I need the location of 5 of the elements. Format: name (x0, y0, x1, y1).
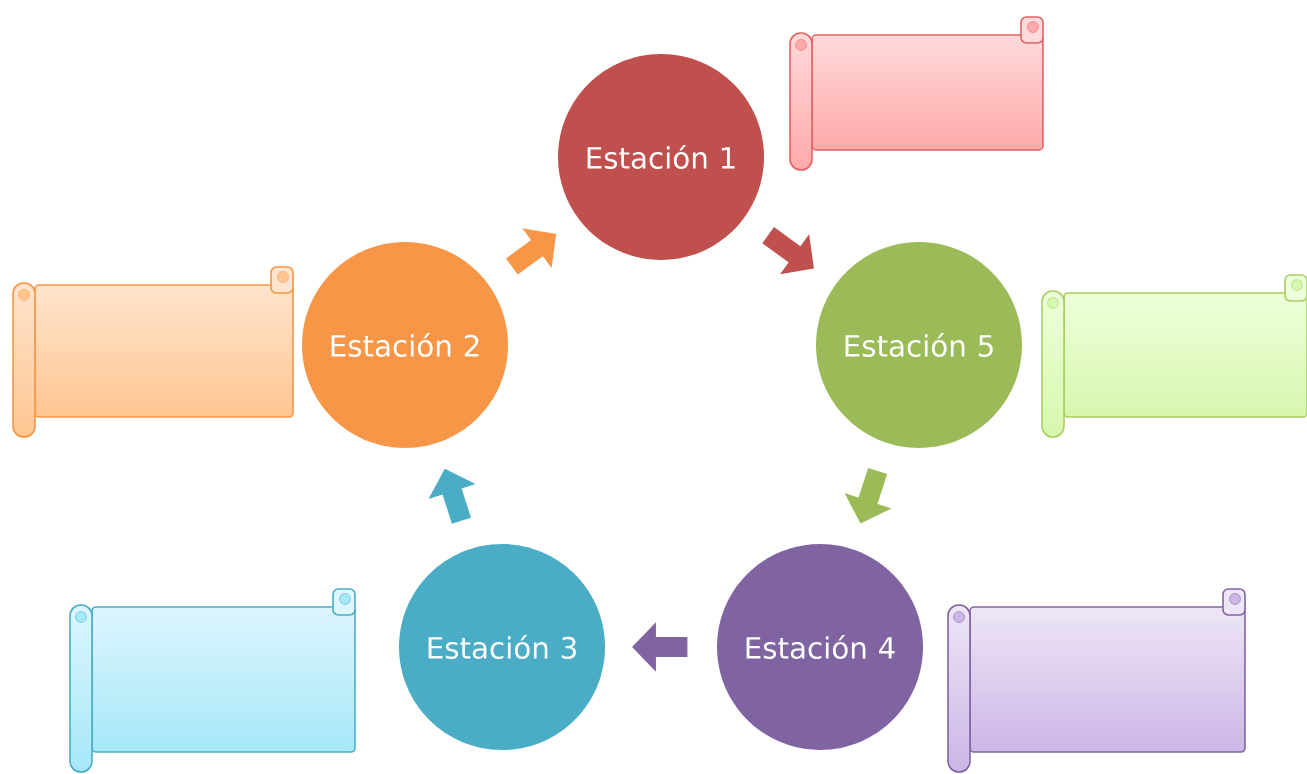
scroll-banner (1041, 274, 1307, 438)
scroll-banner (69, 588, 356, 773)
scroll-banner (12, 266, 294, 438)
scroll-banner (947, 588, 1246, 773)
scroll-banner (789, 16, 1044, 171)
